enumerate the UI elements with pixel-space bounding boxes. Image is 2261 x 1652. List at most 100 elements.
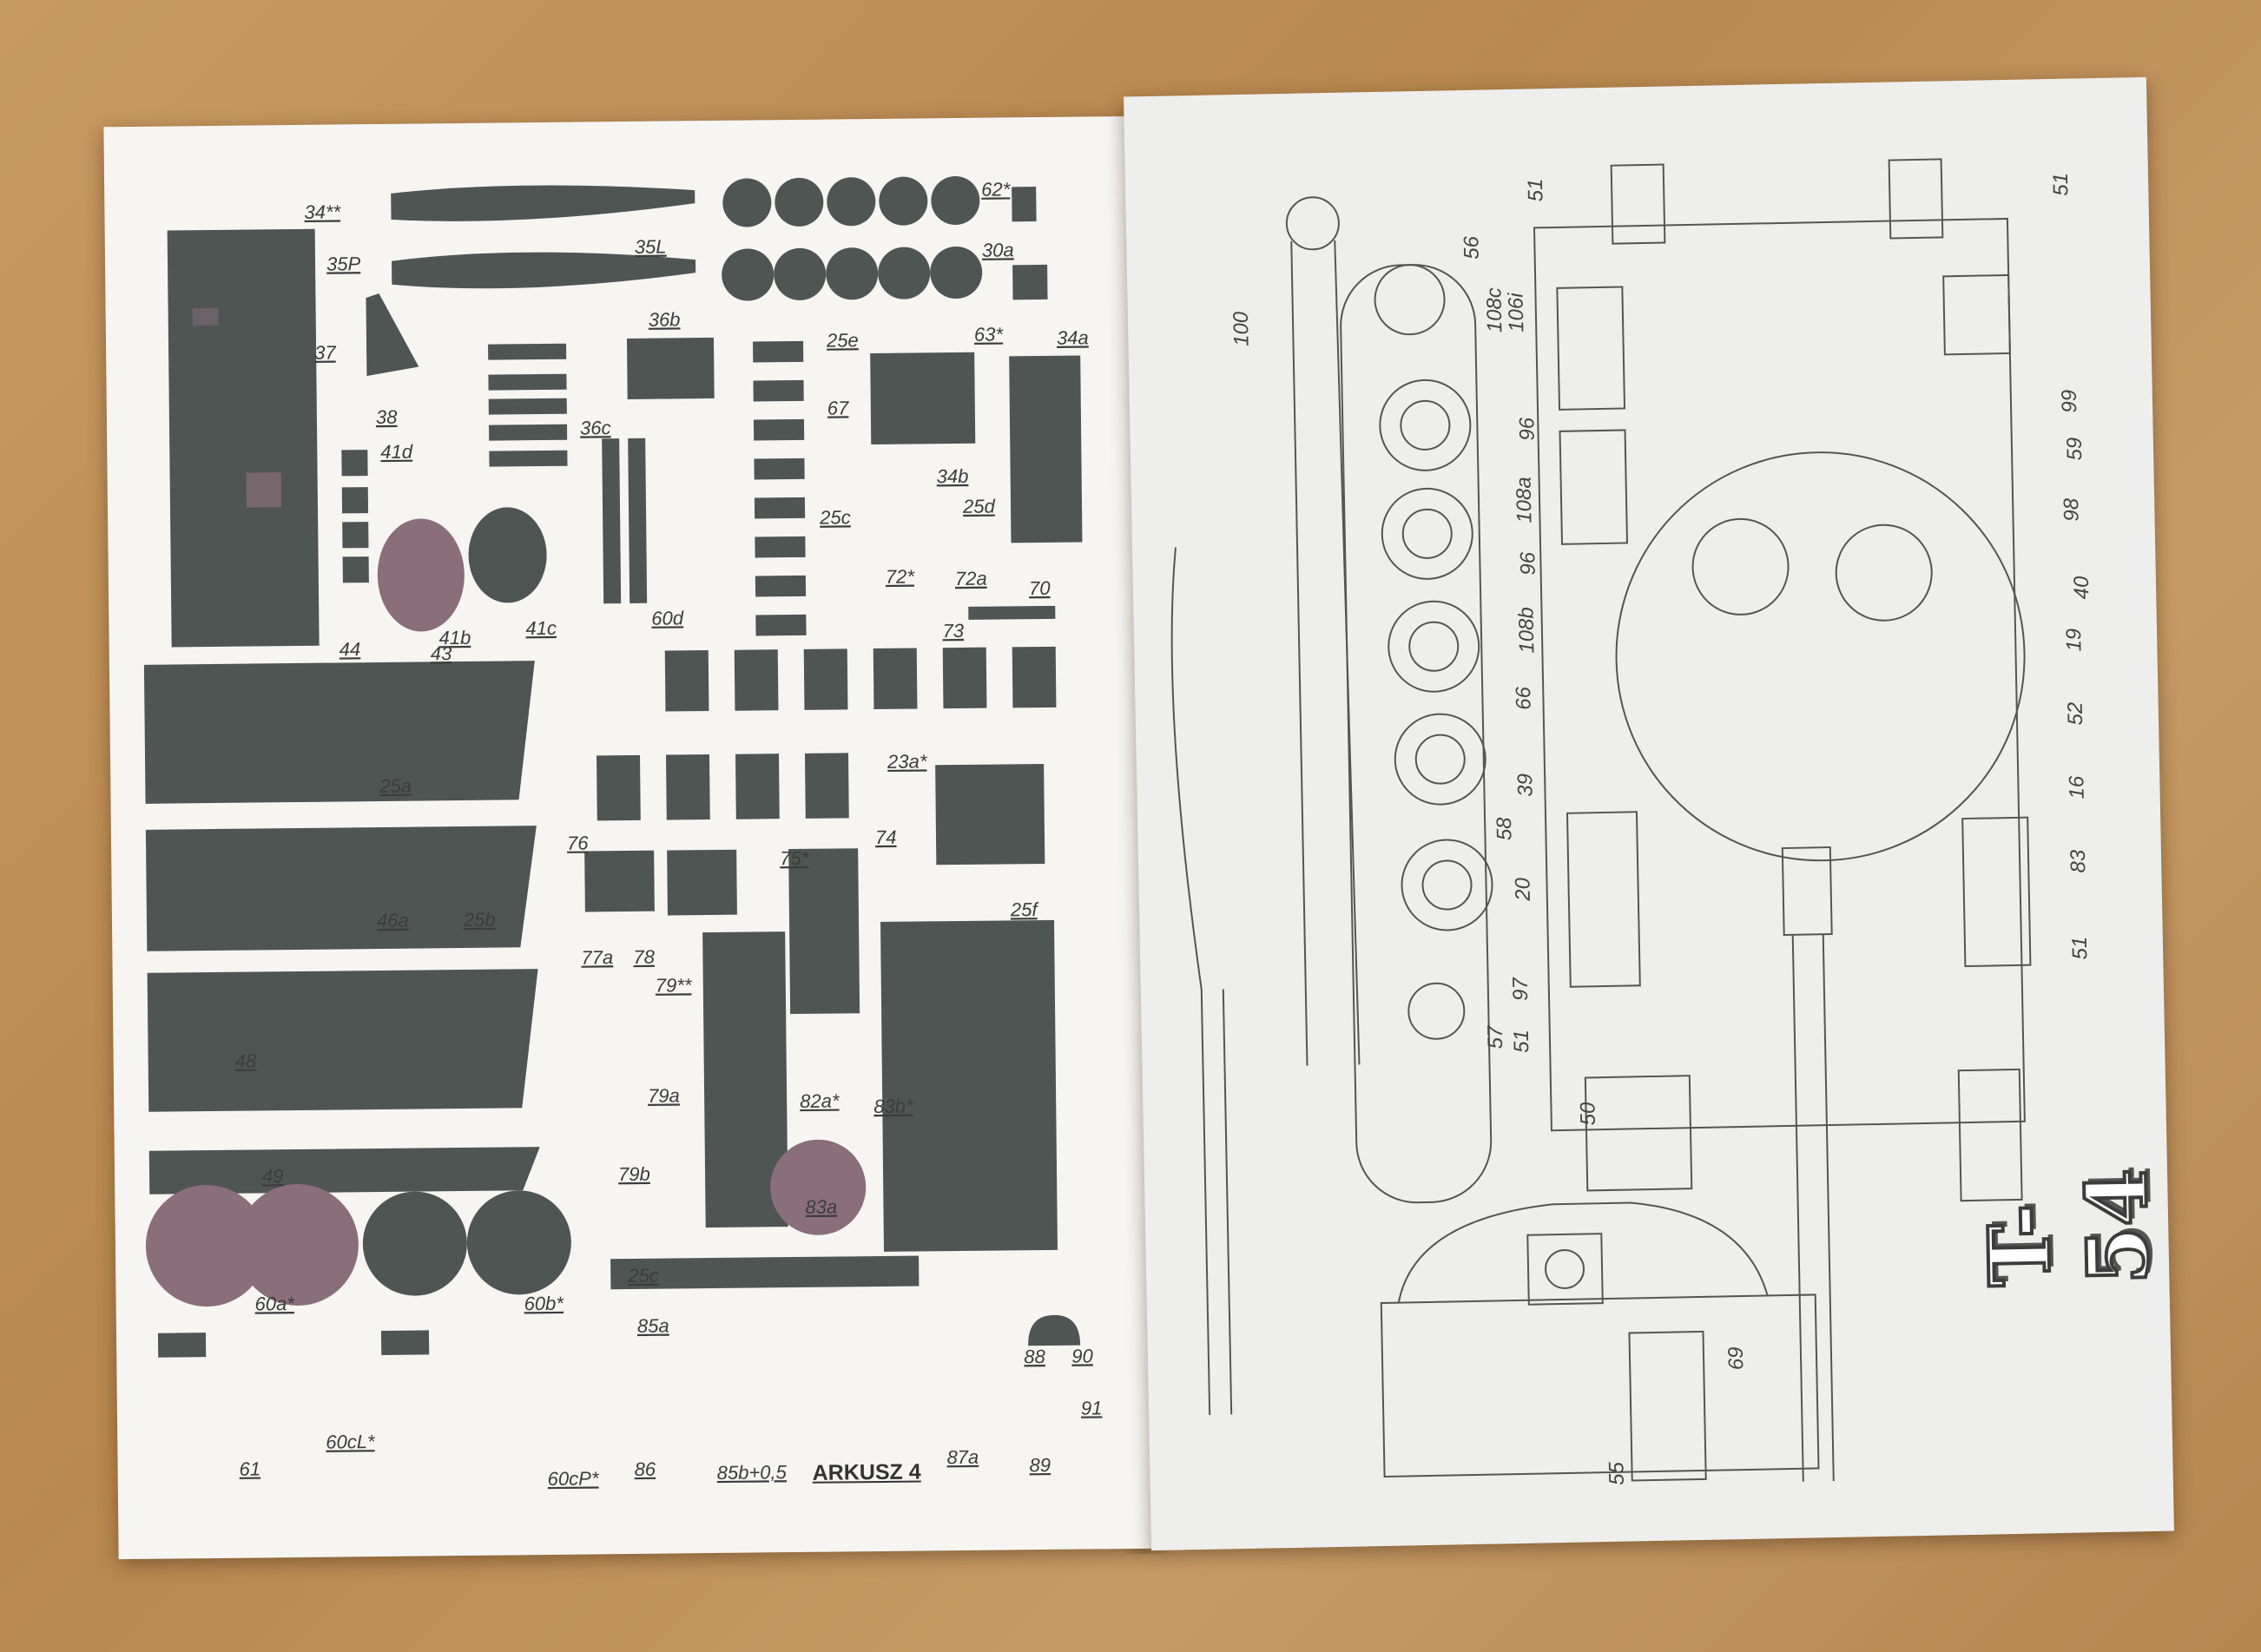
part-82a: [702, 931, 788, 1228]
callout-label: 40: [2070, 576, 2094, 600]
part-label: 67: [827, 397, 849, 418]
part-label: 60cP*: [548, 1467, 600, 1490]
part-label: 60b*: [524, 1293, 564, 1314]
part-83a: [770, 1139, 867, 1235]
part-91: [1028, 1314, 1081, 1346]
part-37: [366, 293, 419, 377]
fender-35L: [391, 185, 695, 221]
parts-sheet-page: 34** 35L 35P 62* 30a 36b 25e 63* 34a 37 …: [103, 115, 1152, 1560]
callout-label: 16: [2065, 775, 2089, 800]
large-wheels-60: [145, 1184, 571, 1307]
callout-label: 51: [1524, 178, 1548, 201]
callout-label: 59: [2063, 438, 2087, 461]
part-23a: [935, 763, 1045, 865]
callout-label: 100: [1229, 311, 1254, 346]
part-85a: [610, 1255, 920, 1290]
part-label: 89: [1029, 1454, 1051, 1476]
parts-sheet-drawing: 34** 35L 35P 62* 30a 36b 25e 63* 34a 37 …: [143, 176, 1103, 1490]
part-61: [157, 1333, 207, 1358]
part-label: 35P: [326, 253, 361, 274]
part-label: 79a: [648, 1084, 680, 1106]
callout-label: 97: [1509, 976, 1533, 1001]
callout-label: 20: [1511, 877, 1535, 902]
part-label: 25e: [826, 329, 859, 351]
callout-label: 51: [1510, 1030, 1534, 1053]
callout-label: 51: [2068, 937, 2093, 960]
callout-label: 56: [1460, 235, 1484, 260]
part-label: 46a: [377, 910, 409, 931]
callout-label: 106i: [1504, 293, 1528, 333]
part-label: 87a: [946, 1446, 979, 1468]
wheels-row-2: [722, 247, 1048, 301]
part-label: 25f: [1010, 898, 1040, 920]
part-label: 34**: [304, 201, 341, 222]
assembly-drawing-page: 100 56 51 108c 106i 51 96 99 108a 59 96 …: [1124, 76, 2174, 1551]
part-61b: [380, 1330, 430, 1356]
callout-label: 99: [2058, 390, 2082, 413]
part-label: 34b: [937, 465, 969, 487]
part-74: [788, 848, 860, 1015]
callout-label: 83: [2067, 849, 2091, 873]
callout-label: 108a: [1513, 477, 1537, 523]
part-label: 30a: [982, 239, 1014, 260]
part-label: 77a: [581, 946, 613, 968]
part-label: 23a*: [887, 750, 928, 772]
part-label: 85b+0,5: [717, 1461, 788, 1484]
part-label: 91: [1081, 1397, 1103, 1418]
part-label: 36c: [580, 417, 611, 438]
part-label: 72*: [886, 566, 916, 588]
callout-label: 96: [1516, 551, 1540, 576]
part-label: 75*: [780, 847, 810, 869]
assembly-drawing: 100 56 51 108c 106i 51 96 99 108a 59 96 …: [1170, 158, 2094, 1485]
part-70: [968, 605, 1056, 620]
callout-label: 39: [1513, 773, 1538, 797]
part-label: 73: [942, 620, 964, 642]
part-label: 49: [262, 1165, 284, 1187]
rear-view-drawing: [1380, 1201, 1820, 1482]
part-25f: [880, 919, 1058, 1252]
part-label: 60cL*: [326, 1431, 376, 1453]
part-label: 60a*: [254, 1293, 295, 1314]
part-label: 78: [633, 946, 655, 968]
side-strips: [143, 661, 540, 1195]
part-label: 83a: [805, 1195, 837, 1217]
callout-label: 50: [1576, 1102, 1600, 1126]
callout-label: 52: [2064, 702, 2088, 726]
part-label: 25c: [819, 506, 851, 528]
strips-36c: [488, 343, 568, 467]
part-label: 88: [1024, 1346, 1045, 1367]
part-label: 63*: [974, 323, 1005, 345]
hull-plate-34: [167, 228, 320, 648]
part-label: 41c: [525, 617, 557, 639]
brackets-73: [597, 646, 1057, 821]
hatch-41b: [377, 518, 465, 632]
part-60d-b: [628, 438, 648, 603]
part-callout-labels: 100 56 51 108c 106i 51 96 99 108a 59 96 …: [1229, 173, 2094, 1485]
part-label: 86: [634, 1458, 656, 1480]
part-label: 74: [875, 826, 897, 848]
part-label: 90: [1071, 1345, 1093, 1366]
part-label: 62*: [981, 178, 1012, 200]
part-label: 61: [239, 1458, 260, 1479]
small-parts-38: [341, 450, 369, 583]
track-links-67: [753, 340, 807, 636]
callout-label: 57: [1484, 1024, 1508, 1050]
part-label: 79**: [656, 974, 693, 996]
part-label: 48: [235, 1050, 257, 1071]
callout-label: 98: [2060, 497, 2084, 522]
part-label: 60d: [651, 607, 684, 629]
part-36b: [626, 337, 715, 399]
part-77a: [667, 849, 737, 916]
fender-35P: [392, 252, 696, 289]
part-label: 41b: [438, 627, 471, 648]
part-label: 72a: [955, 568, 987, 589]
callout-label: 96: [1515, 417, 1539, 441]
part-label: 38: [376, 406, 398, 428]
part-label: 25a: [379, 775, 412, 797]
part-label: 34a: [1057, 326, 1089, 348]
part-label: 43: [431, 642, 452, 664]
top-view-drawing: [1533, 158, 2032, 1482]
part-label: 83b*: [873, 1096, 914, 1117]
part-60d-a: [602, 438, 622, 604]
part-76: [584, 850, 655, 912]
